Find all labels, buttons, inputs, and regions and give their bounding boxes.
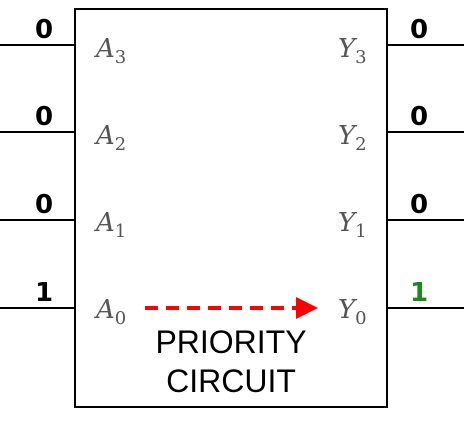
pin-label-a3: A3: [94, 34, 126, 68]
priority-arrow-head: [296, 297, 318, 319]
output-value-y2: 0: [410, 102, 428, 132]
output-value-y3: 0: [410, 15, 428, 45]
pin-label-a1: A1: [94, 208, 126, 242]
circuit-box: [74, 8, 388, 408]
pin-label-a0: A0: [94, 295, 126, 329]
input-value-a3: 0: [35, 15, 53, 45]
pin-label-y1: Y1: [338, 208, 367, 242]
circuit-title-line2: CIRCUIT: [166, 363, 296, 399]
input-value-a1: 0: [35, 190, 53, 220]
input-value-a2: 0: [35, 102, 53, 132]
pin-label-a2: A2: [94, 121, 126, 155]
input-value-a0: 1: [35, 278, 53, 308]
pin-label-y0: Y0: [338, 295, 367, 329]
circuit-title-line1: PRIORITY: [155, 324, 306, 360]
pin-label-y2: Y2: [338, 121, 367, 155]
output-value-y0: 1: [410, 278, 428, 308]
output-value-y1: 0: [410, 190, 428, 220]
pin-label-y3: Y3: [338, 34, 367, 68]
